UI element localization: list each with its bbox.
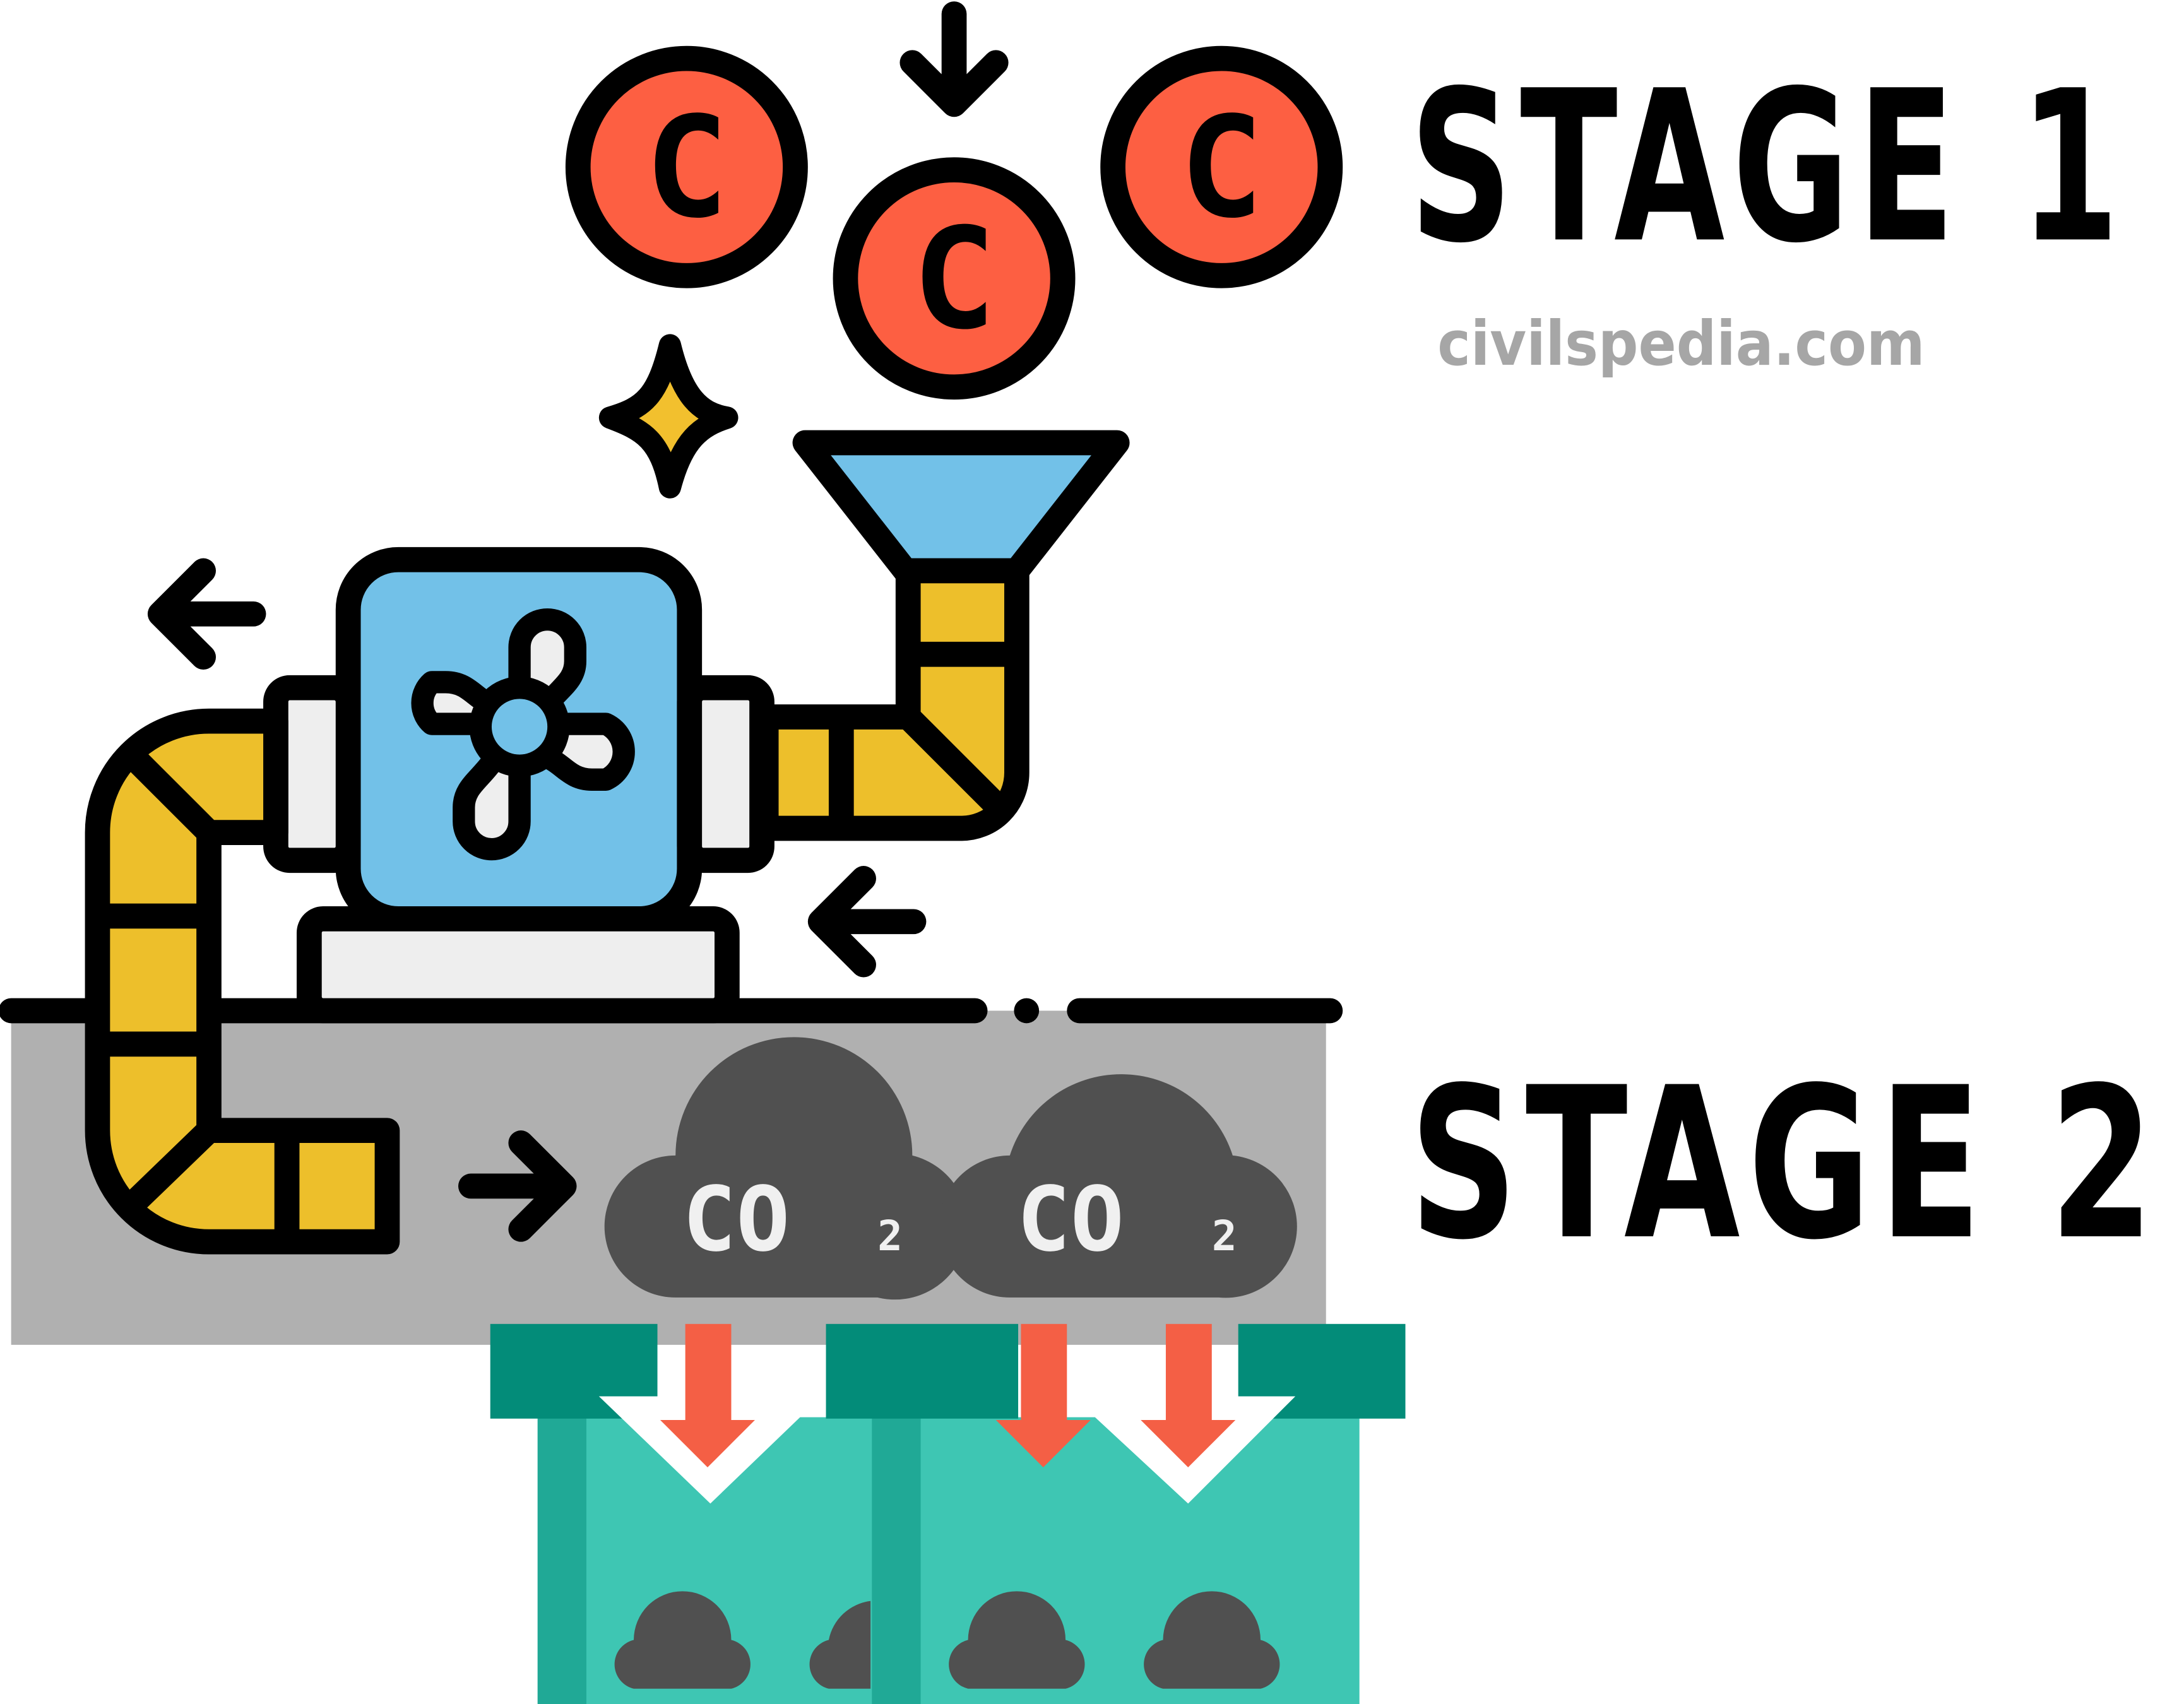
coin-letter: C [1180, 87, 1264, 249]
arrow-left-icon [807, 866, 927, 978]
fan-base [297, 906, 740, 1024]
flange-right [677, 675, 774, 873]
co2-text: CO [1017, 1168, 1124, 1272]
pipe-left [85, 708, 400, 1255]
small-cloud-icon [614, 1591, 1280, 1689]
funnel [792, 430, 1130, 584]
fan-icon [411, 608, 635, 861]
stage-2-label: STAGE 2 [1410, 1043, 2162, 1286]
coin-letter: C [912, 198, 996, 360]
pipe-joint [119, 743, 218, 842]
pipe-joint [899, 707, 1005, 814]
watermark: civilspedia.com [1437, 308, 1925, 379]
arrow-right-icon [458, 1130, 577, 1242]
arrow-down-icon [899, 1, 1009, 117]
pipe-joint [116, 1121, 218, 1221]
co2-text: CO [682, 1168, 790, 1272]
ground-dot [1014, 998, 1040, 1024]
co2-cloud: CO 2 [604, 1037, 968, 1300]
co2-subscript: 2 [877, 1212, 903, 1260]
coin-letter: C [644, 87, 728, 249]
co2-cloud: CO 2 [939, 1074, 1297, 1298]
coin-center: C [833, 157, 1076, 400]
sparkle-icon [598, 334, 739, 499]
coin-left: C [565, 45, 808, 288]
capture-container-right [826, 1323, 1406, 1704]
stage-1-label: STAGE 1 [1410, 46, 2127, 289]
coin-right: C [1100, 45, 1343, 288]
arrow-left-icon [147, 558, 266, 670]
co2-subscript: 2 [1212, 1212, 1237, 1260]
